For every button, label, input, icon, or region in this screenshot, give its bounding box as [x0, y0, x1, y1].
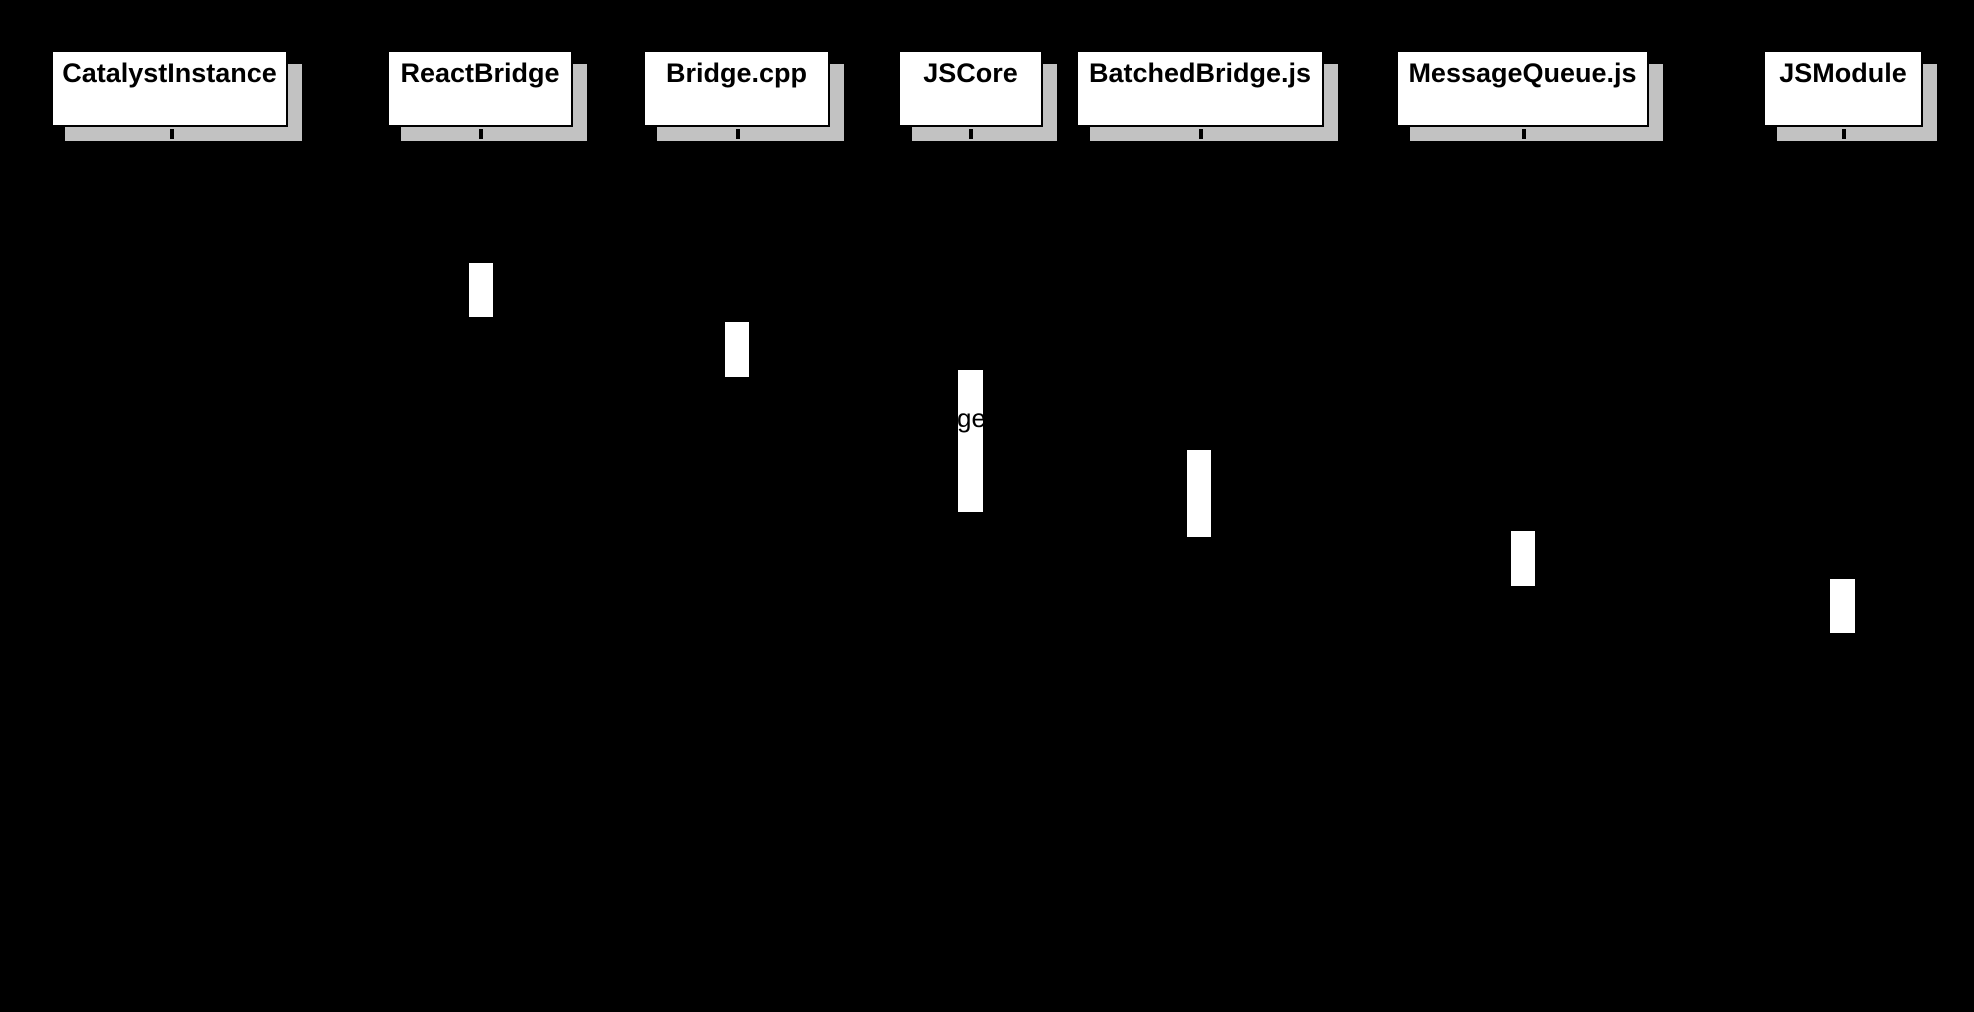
participant-label-reactbridge: ReactBridge [400, 58, 560, 88]
participant-bridge-cpp: Bridge.cpp [643, 50, 830, 127]
participant-catalystinstance: CatalystInstance [51, 50, 288, 127]
activation-bar-batchedbridge-js [1187, 450, 1211, 537]
lifeline-tick-messagequeue-js [1522, 129, 1526, 139]
lifeline-tick-bridge-cpp [736, 129, 740, 139]
lifeline-tick-reactbridge [479, 129, 483, 139]
lifeline-tick-jsmodule [1842, 129, 1846, 139]
participant-messagequeue-js: MessageQueue.js [1396, 50, 1649, 127]
lifeline-tick-catalystinstance [170, 129, 174, 139]
participant-jsmodule: JSModule [1763, 50, 1923, 127]
activation-bar-messagequeue-js [1511, 531, 1535, 586]
lifeline-tick-jscore [969, 129, 973, 139]
participant-label-jsmodule: JSModule [1779, 58, 1907, 88]
activation-bar-jscore [958, 370, 983, 512]
participant-label-messagequeue-js: MessageQueue.js [1408, 58, 1637, 88]
participant-label-catalystinstance: CatalystInstance [62, 58, 277, 88]
participant-batchedbridge-js: BatchedBridge.js [1076, 50, 1324, 127]
participant-label-bridge-cpp: Bridge.cpp [665, 58, 807, 88]
activation-bar-reactbridge [469, 263, 493, 317]
participant-label-batchedbridge-js: BatchedBridge.js [1088, 58, 1312, 88]
message-label-fragment: ge [957, 403, 986, 433]
participant-jscore: JSCore [898, 50, 1043, 127]
activation-bar-jsmodule [1830, 579, 1855, 633]
activation-bar-bridge-cpp [725, 322, 749, 377]
participant-reactbridge: ReactBridge [387, 50, 573, 127]
participant-label-jscore: JSCore [923, 58, 1018, 88]
lifeline-tick-batchedbridge-js [1199, 129, 1203, 139]
